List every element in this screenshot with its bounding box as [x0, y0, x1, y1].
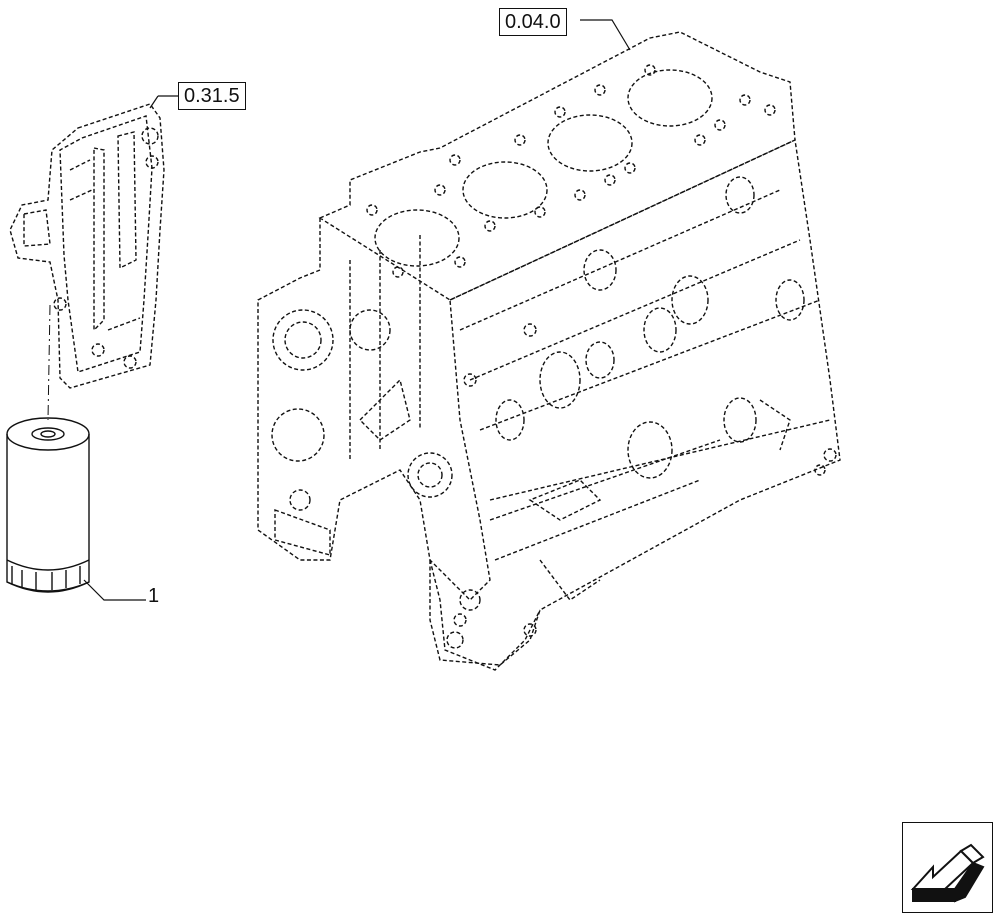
back-arrow-icon	[910, 843, 985, 903]
engine-block-leader	[580, 19, 631, 51]
engine-block	[257, 31, 841, 671]
back-arrow-button[interactable]	[902, 822, 993, 913]
engine-block-reference-label[interactable]: 0.04.0	[499, 8, 567, 36]
oil-filter-callout-number: 1	[148, 585, 160, 607]
alignment-line	[47, 304, 51, 421]
oil-filter	[6, 417, 90, 593]
filter-head-bracket	[9, 103, 165, 389]
filter-head-reference-label[interactable]: 0.31.5	[178, 82, 246, 110]
oil-filter-leader	[83, 579, 146, 601]
